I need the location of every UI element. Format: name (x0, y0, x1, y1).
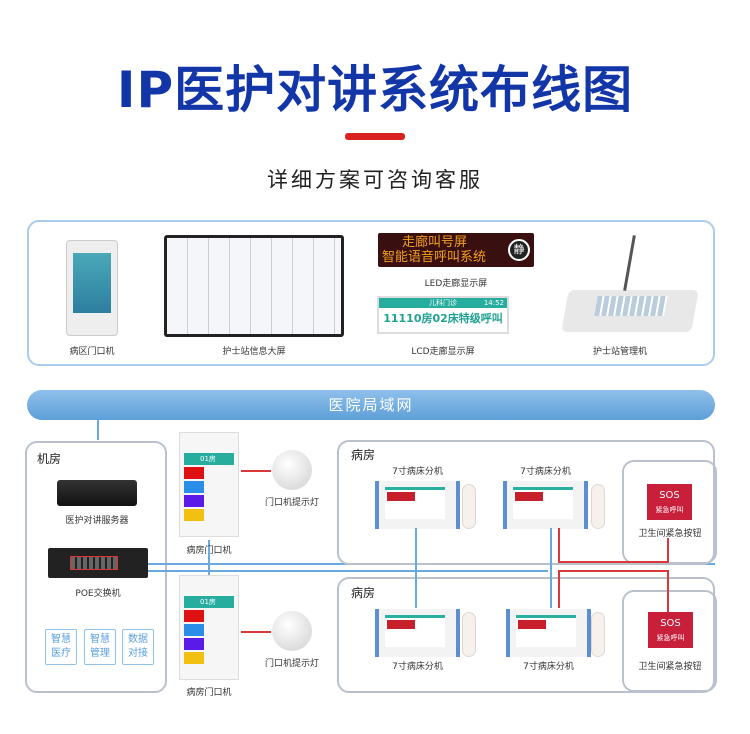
sos-wire (667, 570, 669, 612)
sos-wire (558, 561, 668, 563)
door-room-number: 01房 (184, 596, 234, 608)
ward-door-unit: 01房 (179, 432, 239, 537)
sos-button: SOS 紧急呼叫 (647, 484, 692, 520)
bed-unit (375, 609, 460, 657)
server-label: 医护对讲服务器 (65, 516, 129, 526)
ward-door-terminal-label: 病区门口机 (69, 347, 115, 357)
bathroom-panel (622, 460, 717, 564)
sos-button: SOS 紧急呼叫 (648, 612, 693, 648)
sos-subtext: 紧急呼叫 (656, 634, 685, 642)
lcd-screen: 儿科门诊 14:52 11110房02床特级呼叫 (377, 296, 509, 334)
led-badge: 静 (508, 239, 530, 261)
top-devices-panel (27, 220, 715, 366)
bathroom-button-label: 卫生间紧急按钮 (638, 662, 702, 672)
machine-room-title: 机房 (37, 452, 62, 466)
ward-door-terminal (66, 240, 118, 336)
bed-unit-label: 7寸病床分机 (523, 662, 574, 672)
led-screen-label: LED走廊显示屏 (424, 279, 488, 289)
tag-line: 管理 (90, 648, 110, 659)
door-unit-drop (208, 540, 210, 580)
poe-switch-label: POE交换机 (75, 589, 121, 599)
nurse-console (561, 290, 699, 332)
ward-title: 病房 (351, 586, 376, 600)
bathroom-button-label: 卫生间紧急按钮 (638, 529, 702, 539)
door-lamp (272, 611, 312, 651)
led-line-1: 走廊叫号屏 (402, 235, 468, 250)
bed-unit-label: 7寸病床分机 (392, 467, 443, 477)
tag-smart-medical: 智慧医疗 (45, 629, 77, 665)
door-lamp-label: 门口机提示灯 (264, 659, 319, 669)
sos-text: SOS (659, 490, 680, 501)
machine-room-panel (25, 441, 167, 693)
sos-wire (558, 570, 560, 608)
door-room-number: 01房 (184, 453, 234, 465)
title-divider (345, 133, 405, 140)
nurse-big-screen (164, 235, 344, 337)
tag-line: 对接 (128, 648, 148, 659)
call-handle (462, 484, 476, 529)
led-screen: 走廊叫号屏 智能语音呼叫系统 静 (378, 233, 534, 267)
door-unit-label: 病房门口机 (186, 688, 232, 698)
ward-title: 病房 (351, 448, 376, 462)
ward-door-unit: 01房 (179, 575, 239, 680)
bed-unit-label: 7寸病床分机 (520, 467, 571, 477)
nurse-console-label: 护士站管理机 (592, 347, 647, 357)
call-handle (462, 612, 476, 657)
tag-line: 医疗 (51, 648, 71, 659)
ward-panel (337, 577, 715, 693)
lamp-wire (241, 631, 271, 633)
poe-switch (48, 548, 148, 578)
lcd-message: 11110房02床特级呼叫 (383, 312, 503, 325)
server-device (57, 480, 137, 506)
nurse-big-screen-label: 护士站信息大屏 (222, 347, 286, 357)
sos-wire (558, 570, 668, 572)
ward-panel (337, 440, 715, 565)
bed-drop-line (550, 528, 552, 608)
bed-unit (506, 609, 591, 657)
hospital-lan-bus: 医院局域网 (27, 390, 715, 420)
lcd-header: 儿科门诊 (429, 299, 457, 307)
lamp-wire (241, 470, 271, 472)
call-handle (591, 484, 605, 529)
tag-smart-management: 智慧管理 (84, 629, 116, 665)
led-line-2: 智能语音呼叫系统 (382, 250, 487, 265)
door-unit-label: 病房门口机 (186, 546, 232, 556)
sos-subtext: 紧急呼叫 (655, 506, 684, 514)
tag-line: 智慧 (90, 634, 110, 645)
tag-line: 数据 (128, 634, 148, 645)
bed-unit-label: 7寸病床分机 (392, 662, 443, 672)
lcd-screen-label: LCD走廊显示屏 (411, 347, 475, 357)
page-title: IP医护对讲系统布线图 (116, 61, 634, 119)
bed-unit (503, 481, 588, 529)
bathroom-panel (622, 590, 717, 692)
sos-wire (558, 528, 560, 563)
page-subtitle: 详细方案可咨询客服 (267, 168, 483, 192)
lcd-time: 14:52 (483, 299, 504, 307)
bed-unit (375, 481, 460, 529)
door-lamp (272, 450, 312, 490)
tag-line: 智慧 (51, 634, 71, 645)
bed-drop-line (415, 528, 417, 608)
sos-wire (667, 538, 669, 563)
door-lamp-label: 门口机提示灯 (264, 498, 319, 508)
switch-trunk-line-2 (148, 570, 548, 572)
sos-text: SOS (660, 618, 681, 629)
tag-data-integration: 数据对接 (122, 629, 154, 665)
lan-drop-line (97, 420, 99, 440)
call-handle (591, 612, 605, 657)
